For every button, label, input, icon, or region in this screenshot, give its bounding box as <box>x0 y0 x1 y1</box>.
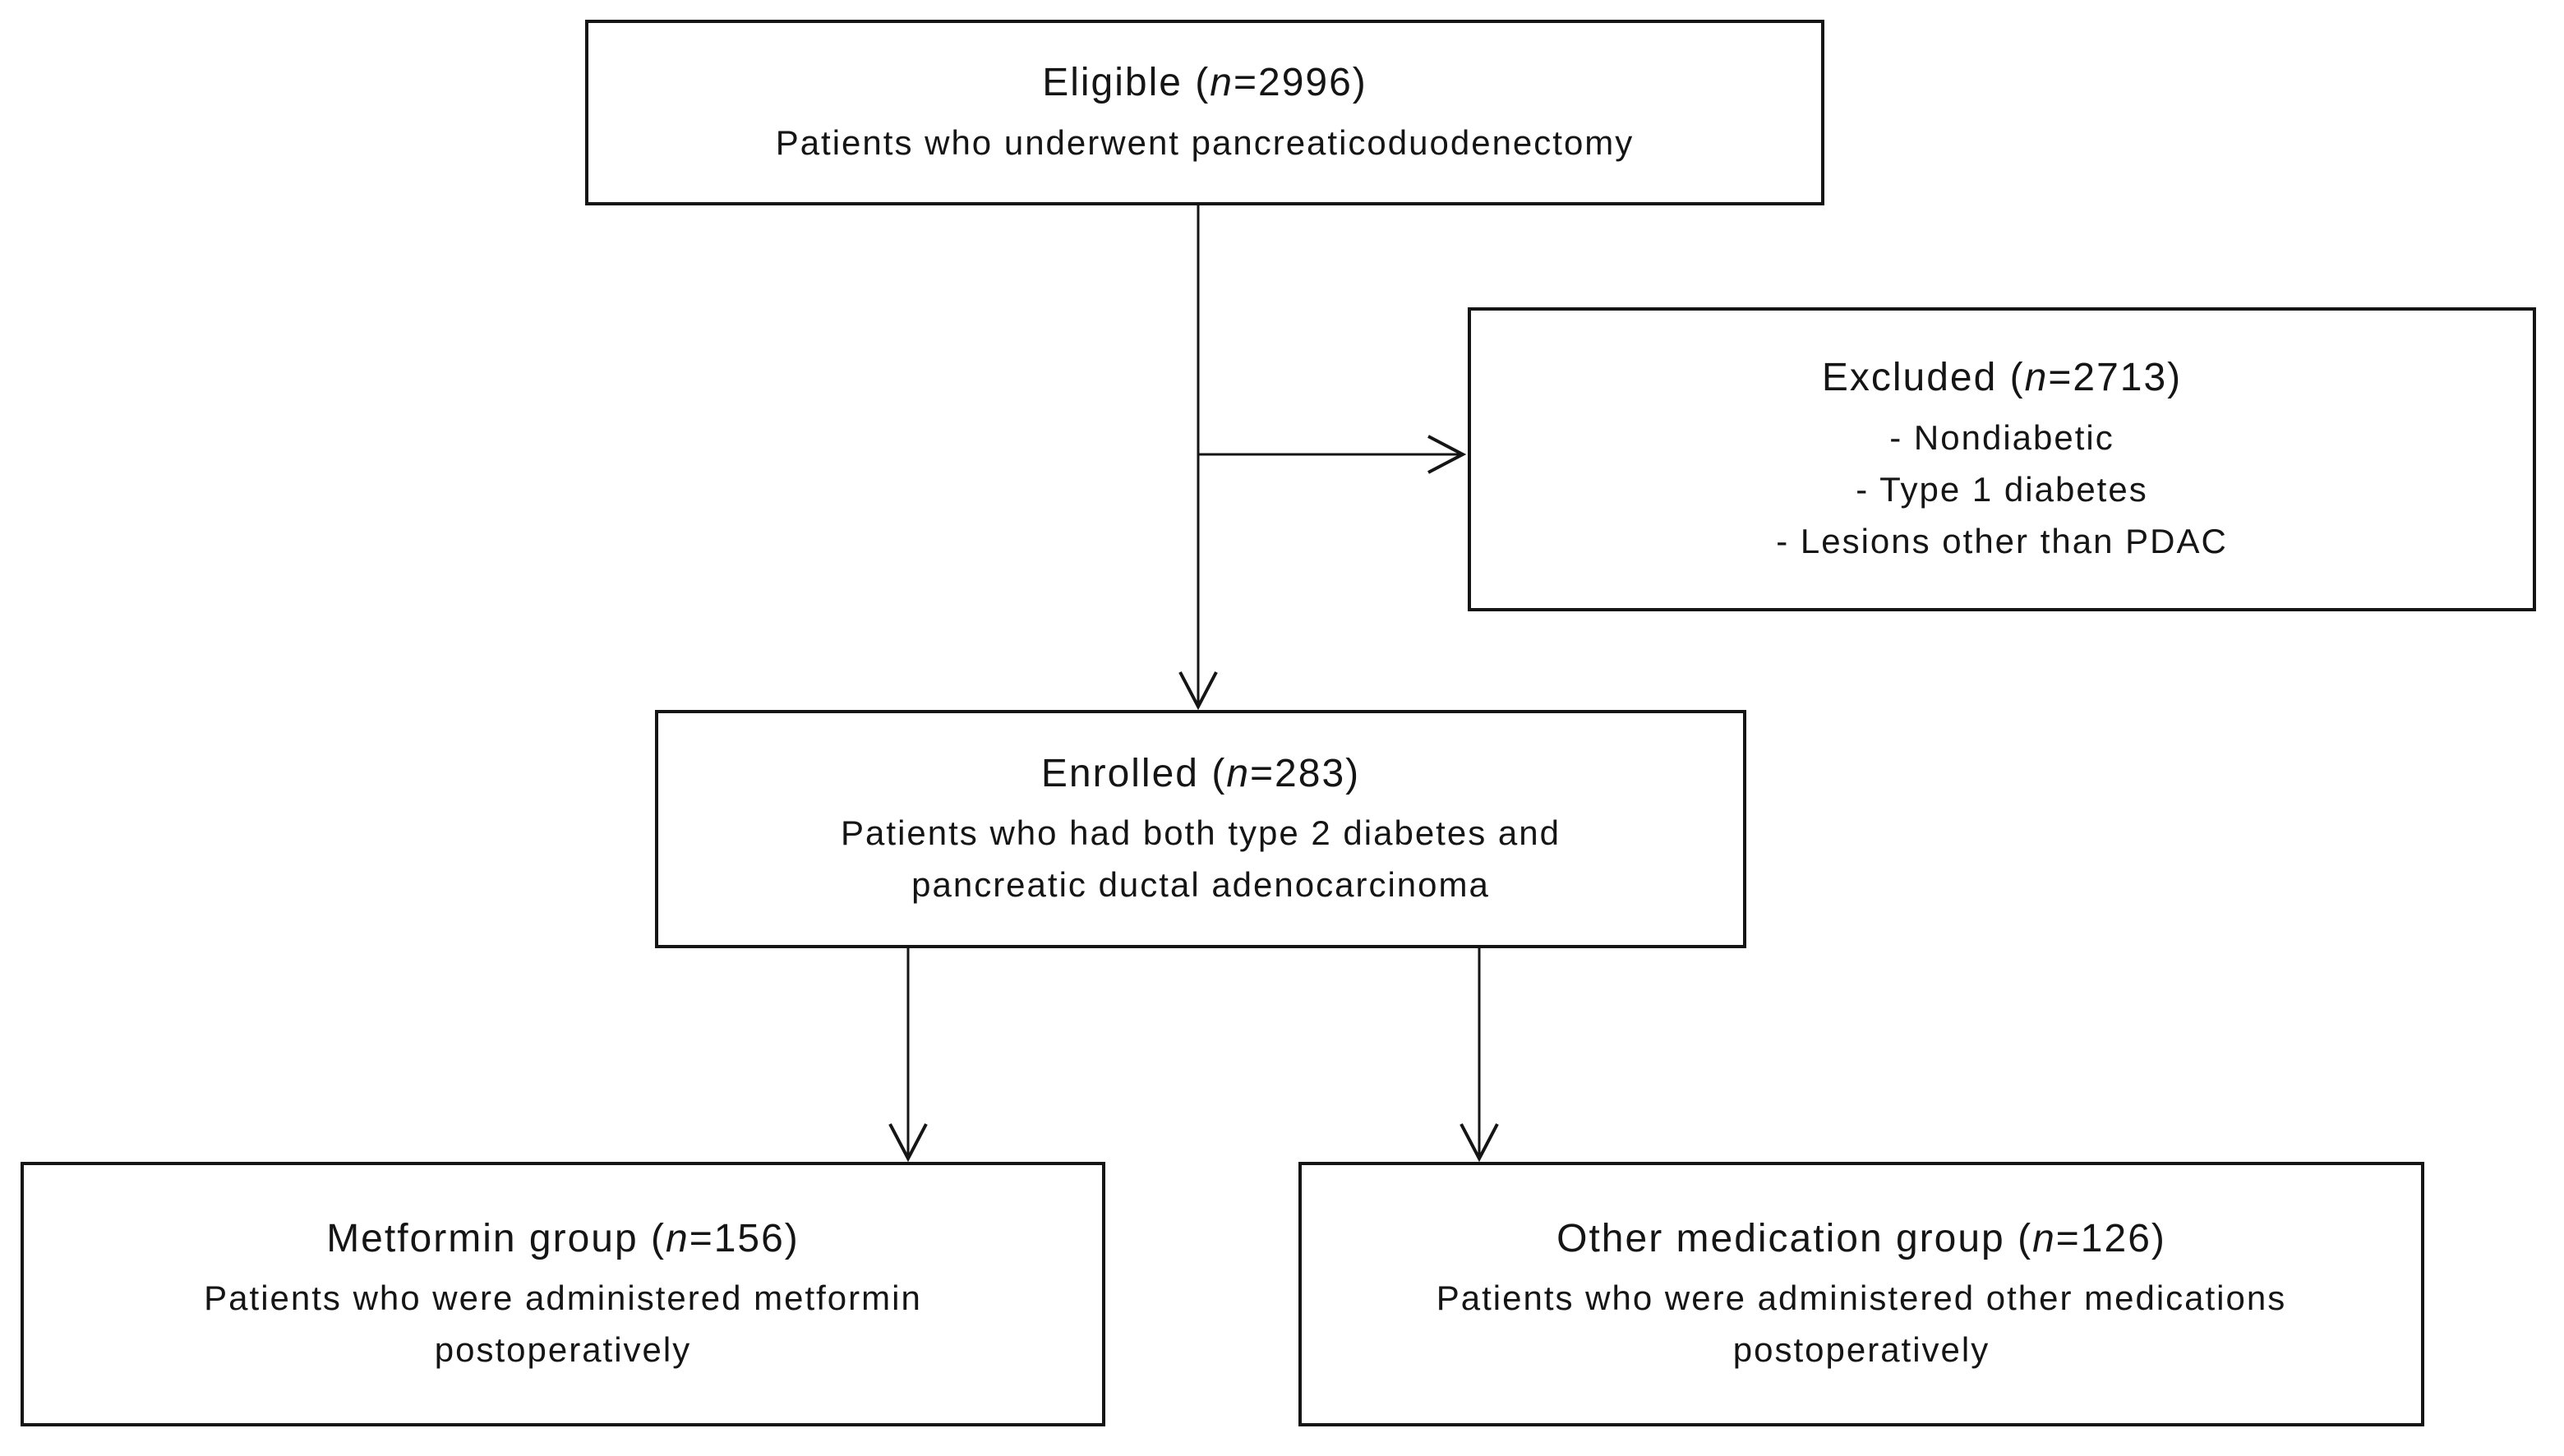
arrow-eligible-to-enrolled <box>1178 205 1218 711</box>
box-other-title-n: n <box>2032 1216 2056 1260</box>
box-other-title-prefix: Other medication group ( <box>1556 1216 2033 1260</box>
box-excluded-title: Excluded (n=2713) <box>1822 352 2182 405</box>
box-other-title-suffix: =126) <box>2055 1216 2166 1260</box>
box-excluded-title-suffix: =2713) <box>2048 356 2183 400</box>
box-eligible-title-n: n <box>1210 61 1234 105</box>
box-metformin-description: Patients who were administered metformin <box>204 1279 922 1318</box>
box-eligible-title: Eligible (n=2996) <box>1042 57 1367 110</box>
box-metformin-title-n: n <box>665 1216 689 1260</box>
box-other-description: Patients who were administered other med… <box>1436 1279 2287 1318</box>
box-excluded-reason: - Type 1 diabetes <box>1856 469 2148 509</box>
box-excluded-reason: - Lesions other than PDAC <box>1776 521 2228 560</box>
box-enrolled-title: Enrolled (n=283) <box>1041 748 1360 801</box>
arrow-branch-to-excluded <box>1198 435 1467 474</box>
box-other-medication-group-title: Other medication group (n=126) <box>1556 1213 2166 1266</box>
box-enrolled-title-prefix: Enrolled ( <box>1040 751 1227 795</box>
box-metformin-description: postoperatively <box>434 1330 692 1370</box>
box-enrolled-title-n: n <box>1226 751 1251 795</box>
box-other-medication-group: Other medication group (n=126) Patients … <box>1298 1162 2424 1426</box>
box-eligible-title-prefix: Eligible ( <box>1042 61 1211 105</box>
box-excluded-title-prefix: Excluded ( <box>1821 356 2025 400</box>
box-excluded-reason: - Nondiabetic <box>1889 417 2114 457</box>
box-metformin-group: Metformin group (n=156) Patients who wer… <box>21 1162 1105 1426</box>
box-excluded-title-n: n <box>2024 356 2049 400</box>
box-metformin-group-title: Metformin group (n=156) <box>326 1213 800 1266</box>
box-other-description: postoperatively <box>1732 1330 1990 1370</box>
box-enrolled-description: Patients who had both type 2 diabetes an… <box>841 813 1561 853</box>
box-enrolled: Enrolled (n=283) Patients who had both t… <box>655 710 1746 948</box>
box-eligible-description: Patients who underwent pancreaticoduoden… <box>775 122 1635 162</box>
box-metformin-title-suffix: =156) <box>689 1216 800 1260</box>
box-enrolled-description: pancreatic ductal adenocarcinoma <box>911 865 1490 905</box>
arrow-enrolled-to-other <box>1460 948 1499 1163</box>
box-enrolled-title-suffix: =283) <box>1250 751 1361 795</box>
box-eligible-title-suffix: =2996) <box>1233 61 1367 105</box>
arrow-enrolled-to-metformin <box>888 948 928 1163</box>
box-excluded: Excluded (n=2713) - Nondiabetic - Type 1… <box>1468 307 2536 611</box>
box-eligible: Eligible (n=2996) Patients who underwent… <box>585 20 1824 205</box>
box-metformin-title-prefix: Metformin group ( <box>326 1216 666 1260</box>
